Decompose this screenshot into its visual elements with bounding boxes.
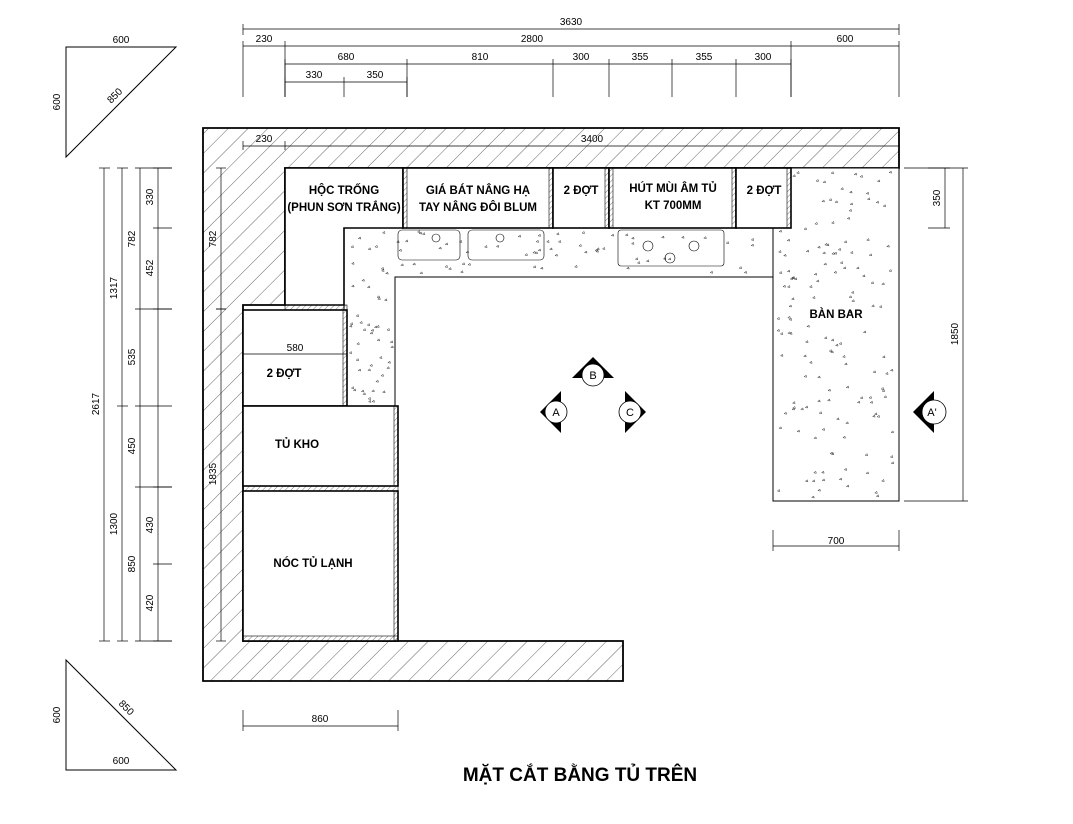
dim-label: 450 — [127, 437, 138, 454]
dim-label: 350 — [932, 189, 943, 206]
svg-text:A': A' — [927, 407, 936, 419]
label-gia-bat-1: GIÁ BÁT NÂNG HẠ — [426, 184, 530, 197]
dimension-lines: 3630 230 2800 600 680 810 300 355 355 300 330 350 23… — [91, 17, 968, 731]
section-markers: A B C A' — [540, 357, 947, 433]
dim-label: 350 — [367, 70, 384, 81]
label-2-dot-b: 2 ĐỢT — [747, 185, 782, 197]
svg-text:600: 600 — [52, 706, 63, 723]
cabinet-tu-kho — [242, 405, 399, 487]
corner-triangle-top: 600 600 850 — [52, 35, 178, 159]
section-mark-b: B — [572, 357, 614, 387]
dim-label: 3400 — [581, 134, 604, 145]
dim-label: 452 — [145, 259, 156, 276]
label-ban-bar: BÀN BAR — [809, 308, 863, 321]
cabinet-noc-tu-lanh — [242, 490, 399, 642]
cabinet-gia-bat — [402, 167, 554, 229]
dim-label: 1835 — [208, 462, 219, 485]
dim-label: 810 — [472, 52, 489, 63]
svg-text:850: 850 — [116, 698, 136, 718]
dim-label: 1850 — [950, 322, 961, 345]
wall — [202, 127, 900, 682]
label-tu-kho: TỦ KHO — [275, 438, 319, 451]
svg-text:C: C — [626, 407, 634, 419]
drawing-title: MẶT CẮT BẰNG TỦ TRÊN — [463, 764, 697, 786]
room-labels: HỘC TRỐNG (PHUN SƠN TRẮNG) GIÁ BÁT NÂNG … — [267, 182, 864, 570]
label-hut-mui-1: HÚT MÙI ÂM TỦ — [629, 182, 717, 195]
dim-label: 355 — [696, 52, 713, 63]
dim-label: 782 — [208, 230, 219, 247]
dim-label: 700 — [828, 536, 845, 547]
label-gia-bat-2: TAY NÂNG ĐÔI BLUM — [419, 201, 537, 214]
dim-label: 680 — [338, 52, 355, 63]
svg-text:A: A — [552, 407, 560, 419]
dim-label: 330 — [145, 188, 156, 205]
section-mark-c: C — [618, 391, 646, 433]
cabinet-2-dot-c — [242, 309, 348, 407]
cabinet-hut-mui — [608, 167, 737, 229]
dim-label: 3630 — [560, 17, 583, 28]
svg-text:600: 600 — [113, 756, 130, 767]
section-mark-a-prime: A' — [913, 391, 947, 433]
corner-triangle-bottom: 600 600 850 — [52, 658, 178, 771]
dim-label: 860 — [312, 714, 329, 725]
dim-label: 230 — [256, 34, 273, 45]
dim-label: 782 — [127, 230, 138, 247]
section-mark-a: A — [540, 391, 568, 433]
label-2-dot-a: 2 ĐỢT — [564, 185, 599, 197]
dim-label: 330 — [306, 70, 323, 81]
bar-counter — [772, 167, 900, 502]
cabinet-2-dot-b — [735, 167, 792, 229]
svg-text:600: 600 — [113, 35, 130, 46]
dim-label: 2800 — [521, 34, 544, 45]
cabinet-2-dot-a — [552, 167, 610, 229]
label-noc-tu-lanh: NÓC TỦ LẠNH — [273, 557, 352, 570]
svg-text:600: 600 — [52, 93, 63, 110]
dim-label: 535 — [127, 348, 138, 365]
label-hoc-trong-2: (PHUN SƠN TRẮNG) — [287, 201, 400, 214]
dim-label: 1317 — [109, 276, 120, 299]
dim-label: 850 — [127, 555, 138, 572]
dim-label: 355 — [632, 52, 649, 63]
dim-label: 300 — [573, 52, 590, 63]
dim-label: 430 — [145, 516, 156, 533]
dim-label: 580 — [287, 343, 304, 354]
label-hut-mui-2: KT 700MM — [645, 200, 702, 212]
dim-label: 2617 — [91, 392, 102, 415]
upper-cabinets — [242, 167, 792, 642]
dim-label: 420 — [145, 594, 156, 611]
counter-top — [343, 167, 900, 502]
svg-text:850: 850 — [105, 86, 125, 106]
dim-label: 600 — [837, 34, 854, 45]
dim-label: 230 — [256, 134, 273, 145]
svg-text:B: B — [589, 370, 596, 382]
label-2-dot-c: 2 ĐỢT — [267, 368, 302, 380]
dim-label: 1300 — [109, 512, 120, 535]
label-hoc-trong-1: HỘC TRỐNG — [309, 183, 379, 197]
appliance-outlines — [397, 229, 725, 267]
dim-label: 300 — [755, 52, 772, 63]
